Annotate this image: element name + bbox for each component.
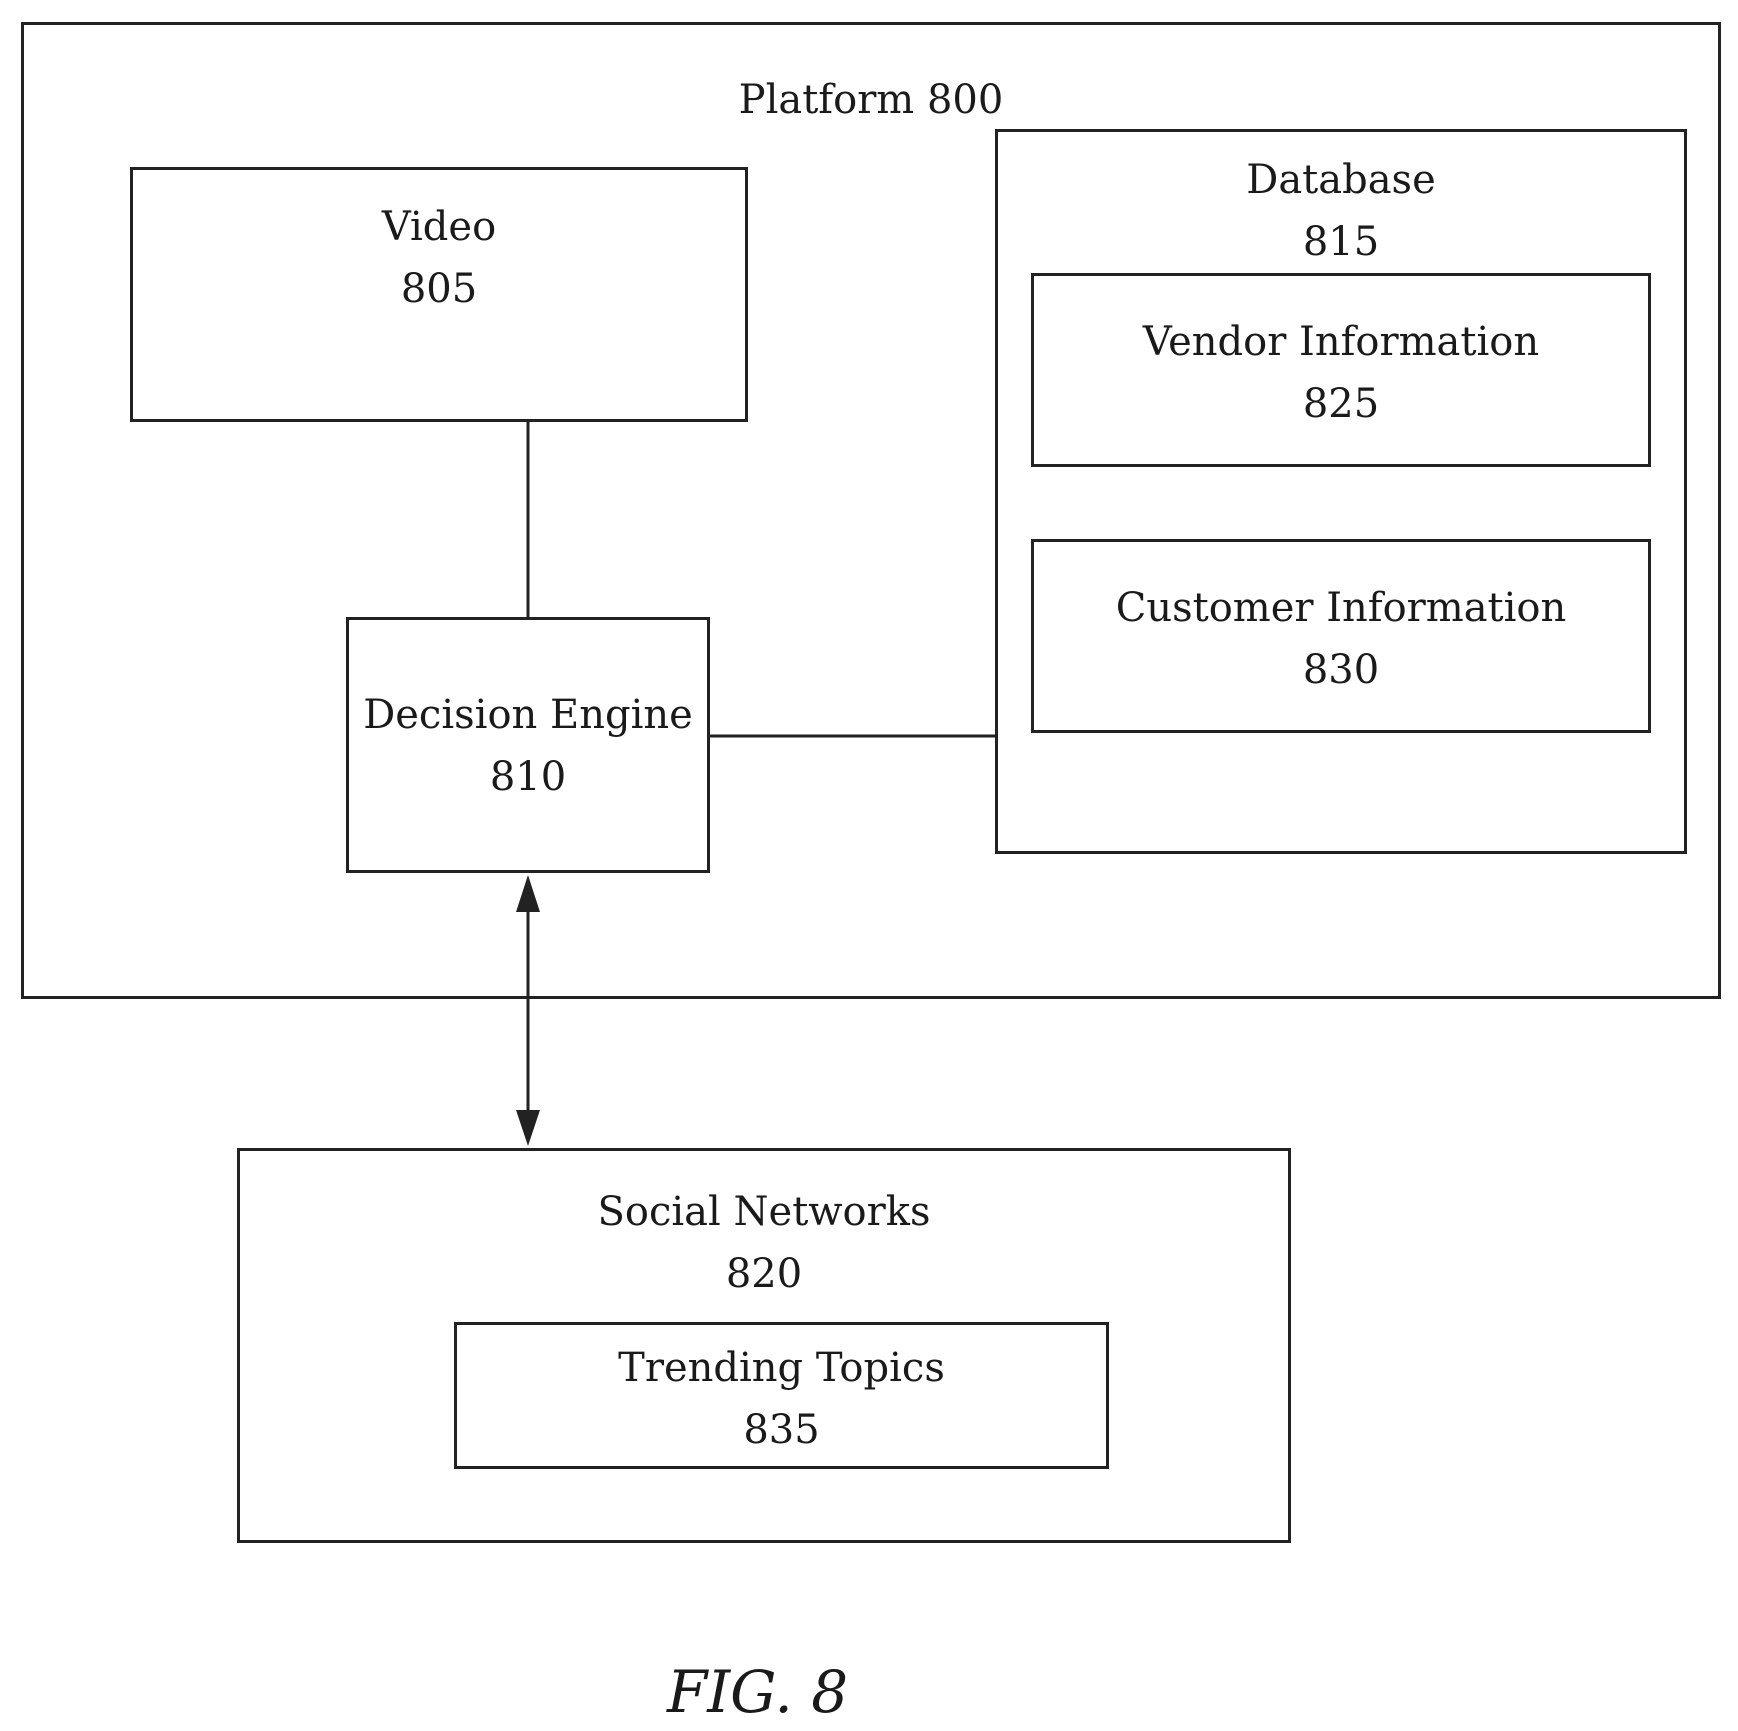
figure-caption: FIG. 8 xyxy=(667,1658,848,1726)
arrow-up-icon xyxy=(516,875,540,912)
arrow-down-icon xyxy=(516,1110,540,1146)
